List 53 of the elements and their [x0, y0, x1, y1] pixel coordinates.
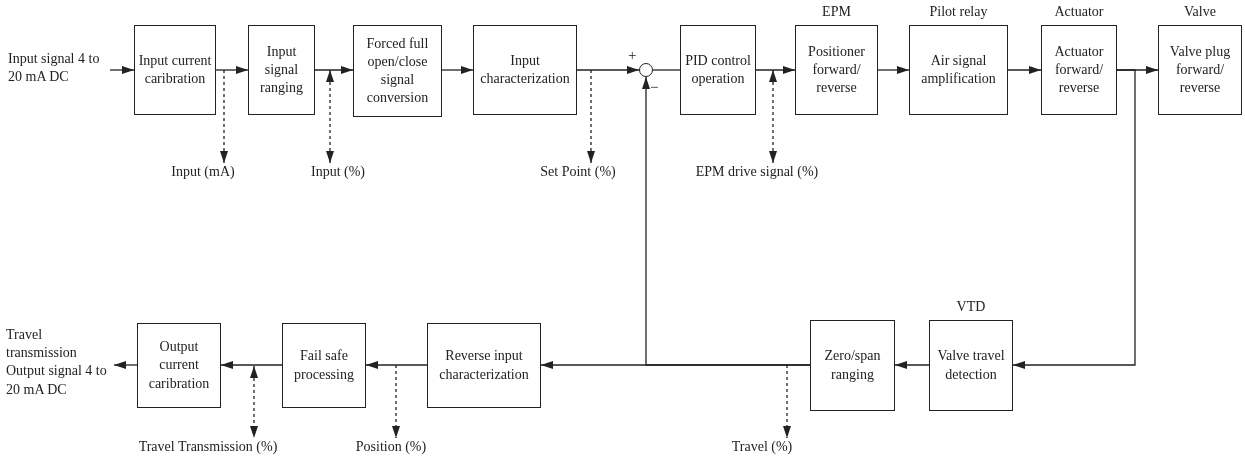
dotted-arrow [769, 69, 777, 164]
measurement-label: Input (%) [302, 163, 374, 182]
arrow [1012, 69, 1136, 369]
process-box: Input current caribration [134, 25, 216, 115]
measurement-label: Position (%) [346, 438, 436, 457]
dotted-arrow [587, 69, 595, 164]
process-box: Air signal amplification [909, 25, 1008, 115]
signal-label: Input signal 4 to 20 mA DC [8, 50, 110, 90]
block-heading: Actuator [1053, 4, 1105, 21]
arrow [576, 66, 640, 74]
arrow [215, 66, 249, 74]
arrow [1007, 66, 1042, 74]
measurement-label: EPM drive signal (%) [683, 163, 831, 182]
dotted-arrow [250, 365, 258, 439]
process-box: Forced full open/close signal conversion [353, 25, 442, 117]
arrow [755, 66, 796, 74]
arrow [441, 66, 474, 74]
measurement-label: Travel (%) [722, 438, 802, 457]
dotted-arrow [392, 364, 400, 439]
process-box: Input signal ranging [248, 25, 315, 115]
arrow [877, 66, 910, 74]
process-box: Valve travel detection [929, 320, 1013, 411]
process-box: Output current caribration [137, 323, 221, 408]
measurement-label: Input (mA) [163, 163, 243, 182]
process-box: Input characterization [473, 25, 577, 115]
arrow [109, 66, 135, 74]
summing-junction [639, 63, 653, 77]
block-heading: EPM [821, 4, 852, 21]
arrow [365, 361, 428, 369]
arrow [642, 76, 811, 366]
arrow [314, 66, 354, 74]
dotted-arrow [783, 364, 791, 439]
process-box: Zero/span ranging [810, 320, 895, 411]
process-box: Positioner forward/ reverse [795, 25, 878, 115]
process-box: Reverse input characterization [427, 323, 541, 408]
dotted-arrow [326, 69, 334, 164]
dotted-arrow [220, 69, 228, 164]
sign-label: − [650, 80, 659, 95]
block-heading: VTD [955, 299, 987, 316]
measurement-label: Travel Transmission (%) [120, 438, 296, 457]
signal-label: Travel transmission Output signal 4 to 20 mA DC [6, 326, 114, 402]
measurement-label: Set Point (%) [528, 163, 628, 182]
connector-line [652, 69, 681, 71]
arrow [113, 361, 138, 369]
process-box: PID control operation [680, 25, 756, 115]
block-heading: Valve [1183, 4, 1217, 21]
sign-label: + [628, 48, 637, 63]
block-heading: Pilot relay [928, 4, 989, 21]
process-box: Fail safe processing [282, 323, 366, 408]
process-box: Actuator forward/ reverse [1041, 25, 1117, 115]
arrow [220, 361, 283, 369]
process-box: Valve plug forward/ reverse [1158, 25, 1242, 115]
arrow [894, 361, 930, 369]
